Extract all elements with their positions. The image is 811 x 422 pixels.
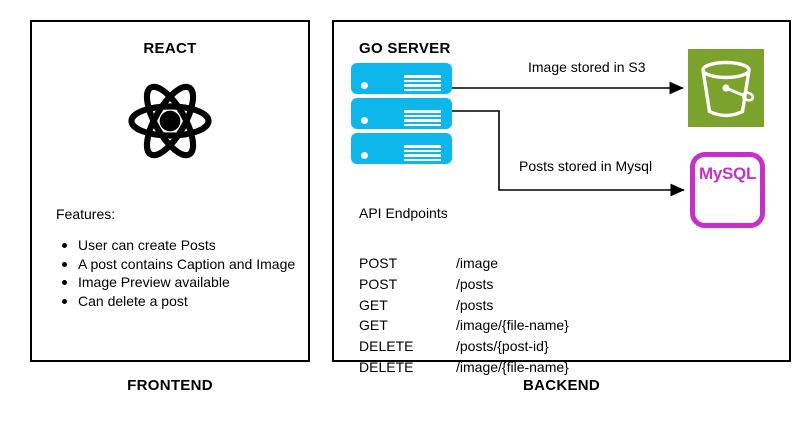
endpoint-method: DELETE <box>359 358 414 375</box>
feature-item: A post contains Caption and Image <box>56 255 296 274</box>
features-block: Features: User can create Posts A post c… <box>56 206 296 310</box>
endpoint-row: POST /posts <box>359 274 569 295</box>
endpoint-method: POST <box>359 255 398 271</box>
arrow-label-mysql: Posts stored in Mysql <box>519 158 653 174</box>
endpoint-row: POST /image <box>359 253 569 274</box>
backend-panel-title: GO SERVER <box>359 40 451 57</box>
server-rack-icon <box>351 98 452 129</box>
server-led-icon <box>361 152 368 159</box>
arrow-label-s3: Image stored in S3 <box>528 59 646 75</box>
server-vents-icon <box>404 110 441 128</box>
endpoint-path: /image/{file-name} <box>456 317 569 334</box>
endpoint-row: DELETE /posts/{post-id} <box>359 336 569 357</box>
react-logo-icon <box>128 83 212 159</box>
mysql-label: MySQL <box>698 164 757 183</box>
server-rack-icon <box>351 63 452 94</box>
features-heading: Features: <box>56 206 116 222</box>
backend-caption: BACKEND <box>522 377 601 394</box>
feature-item: Can delete a post <box>56 292 296 311</box>
frontend-caption: FRONTEND <box>127 377 213 394</box>
server-stack-icon <box>351 63 452 168</box>
mysql-database-icon: MySQL <box>690 152 765 228</box>
server-vents-icon <box>404 75 441 93</box>
endpoint-path: /image <box>456 255 499 271</box>
endpoint-method: DELETE <box>359 338 414 355</box>
s3-bucket-icon <box>688 49 764 127</box>
endpoint-row: DELETE /image/{file-name} <box>359 357 569 378</box>
features-list: User can create Posts A post contains Ca… <box>56 236 296 310</box>
frontend-panel: REACT Features: User can create Posts A … <box>30 20 310 362</box>
server-led-icon <box>361 117 368 124</box>
feature-item: User can create Posts <box>56 236 296 255</box>
endpoint-path: /posts/{post-id} <box>456 338 549 355</box>
endpoint-row: GET /image/{file-name} <box>359 315 569 336</box>
server-vents-icon <box>404 145 441 163</box>
endpoint-path: /posts <box>456 275 494 292</box>
api-endpoints-block: API Endpoints POST /image POST /posts GE… <box>359 205 569 378</box>
endpoint-path: /posts <box>456 296 494 313</box>
server-led-icon <box>361 82 368 89</box>
frontend-panel-title: REACT <box>143 40 197 57</box>
endpoint-path: /image/{file-name} <box>456 358 569 375</box>
endpoint-method: POST <box>359 275 398 292</box>
endpoint-method: GET <box>359 317 388 334</box>
feature-item: Image Preview available <box>56 273 296 292</box>
server-rack-icon <box>351 133 452 164</box>
endpoint-row: GET /posts <box>359 295 569 316</box>
endpoint-method: GET <box>359 296 388 313</box>
api-endpoints-heading: API Endpoints <box>359 205 448 221</box>
